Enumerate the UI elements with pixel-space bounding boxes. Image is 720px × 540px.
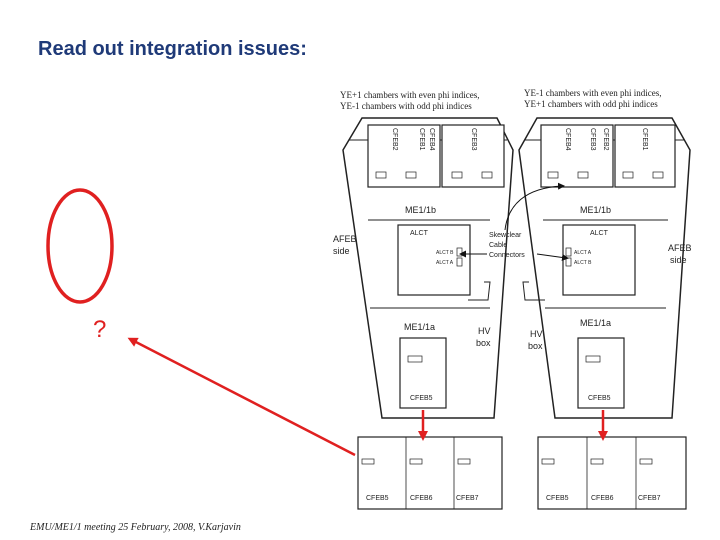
right-afeb-side: side <box>670 255 687 265</box>
right-panel: YE-1 chambers with even phi indices, YE+… <box>518 88 692 510</box>
right-cfeb5-bottom: CFEB5 <box>546 495 569 502</box>
right-me11b: ME1/1b <box>580 205 611 215</box>
left-cfeb-bottom-row <box>357 436 503 510</box>
left-cfeb1: CFEB1 <box>418 128 425 151</box>
right-cfeb4: CFEB4 <box>564 128 571 151</box>
left-cfeb5-bottom: CFEB5 <box>366 495 389 502</box>
right-cfeb5-inner: CFEB5 <box>588 395 611 402</box>
skewclear-label-1: Skewclear <box>489 232 522 239</box>
slide-title: Read out integration issues: <box>38 38 307 60</box>
right-afeb: AFEB <box>668 243 692 253</box>
right-chamber-outline <box>518 117 691 419</box>
left-me11b: ME1/1b <box>405 205 436 215</box>
left-cfeb5-inner-box <box>399 337 447 409</box>
right-cfeb-block-1 <box>540 124 614 188</box>
skewclear-pointer-right <box>536 253 569 261</box>
right-alct-b: ALCT B <box>574 260 592 266</box>
left-alct-a: ALCT A <box>436 260 454 266</box>
left-panel: YE+1 chambers with even phi indices, YE-… <box>333 90 514 510</box>
right-cfeb3: CFEB3 <box>589 128 596 151</box>
left-alct: ALCT <box>410 230 429 237</box>
right-hv-box: box <box>528 341 543 351</box>
right-header-line1: YE-1 chambers with even phi indices, <box>524 88 661 98</box>
left-cfeb-block-1 <box>367 124 441 188</box>
left-hv-box: box <box>476 338 491 348</box>
right-cfeb7-bottom: CFEB7 <box>638 495 661 502</box>
skewclear-label-3: Connectors <box>489 252 525 259</box>
left-afeb: AFEB <box>333 234 357 244</box>
question-circle <box>46 188 114 304</box>
right-cfeb-block-2 <box>614 124 676 188</box>
left-cfeb7-bottom: CFEB7 <box>456 495 479 502</box>
right-hv: HV <box>530 329 543 339</box>
left-cfeb3: CFEB3 <box>470 128 477 151</box>
right-header-line2: YE+1 chambers with odd phi indices <box>524 99 658 109</box>
left-alct-b: ALCT B <box>436 250 454 256</box>
skewclear-pointer-top <box>504 182 565 231</box>
left-alct-box <box>397 224 471 296</box>
left-cfeb6-bottom: CFEB6 <box>410 495 433 502</box>
left-chamber-outline <box>342 117 514 419</box>
skewclear-label-2: Cable <box>489 242 507 249</box>
right-cfeb6-bottom: CFEB6 <box>591 495 614 502</box>
left-hv: HV <box>478 326 491 336</box>
footer-credit: EMU/ME1/1 meeting 25 February, 2008, V.K… <box>30 522 241 533</box>
right-cfeb5-inner-box <box>577 337 625 409</box>
left-me11a: ME1/1a <box>404 322 435 332</box>
left-cfeb5-inner: CFEB5 <box>410 395 433 402</box>
left-cfeb2: CFEB2 <box>391 128 398 151</box>
left-header-line2: YE-1 chambers with odd phi indices <box>340 101 472 111</box>
left-cfeb4: CFEB4 <box>428 128 435 151</box>
red-arrow-to-question <box>127 337 356 457</box>
right-cfeb-bottom-row <box>537 436 687 510</box>
question-mark: ? <box>93 316 106 343</box>
right-alct-a: ALCT A <box>574 250 592 256</box>
left-header-line1: YE+1 chambers with even phi indices, <box>340 90 480 100</box>
right-cfeb1: CFEB1 <box>641 128 648 151</box>
right-alct-box <box>562 224 636 296</box>
right-me11a: ME1/1a <box>580 318 611 328</box>
left-afeb-side: side <box>333 246 350 256</box>
right-alct: ALCT <box>590 230 609 237</box>
right-cfeb2: CFEB2 <box>602 128 609 151</box>
